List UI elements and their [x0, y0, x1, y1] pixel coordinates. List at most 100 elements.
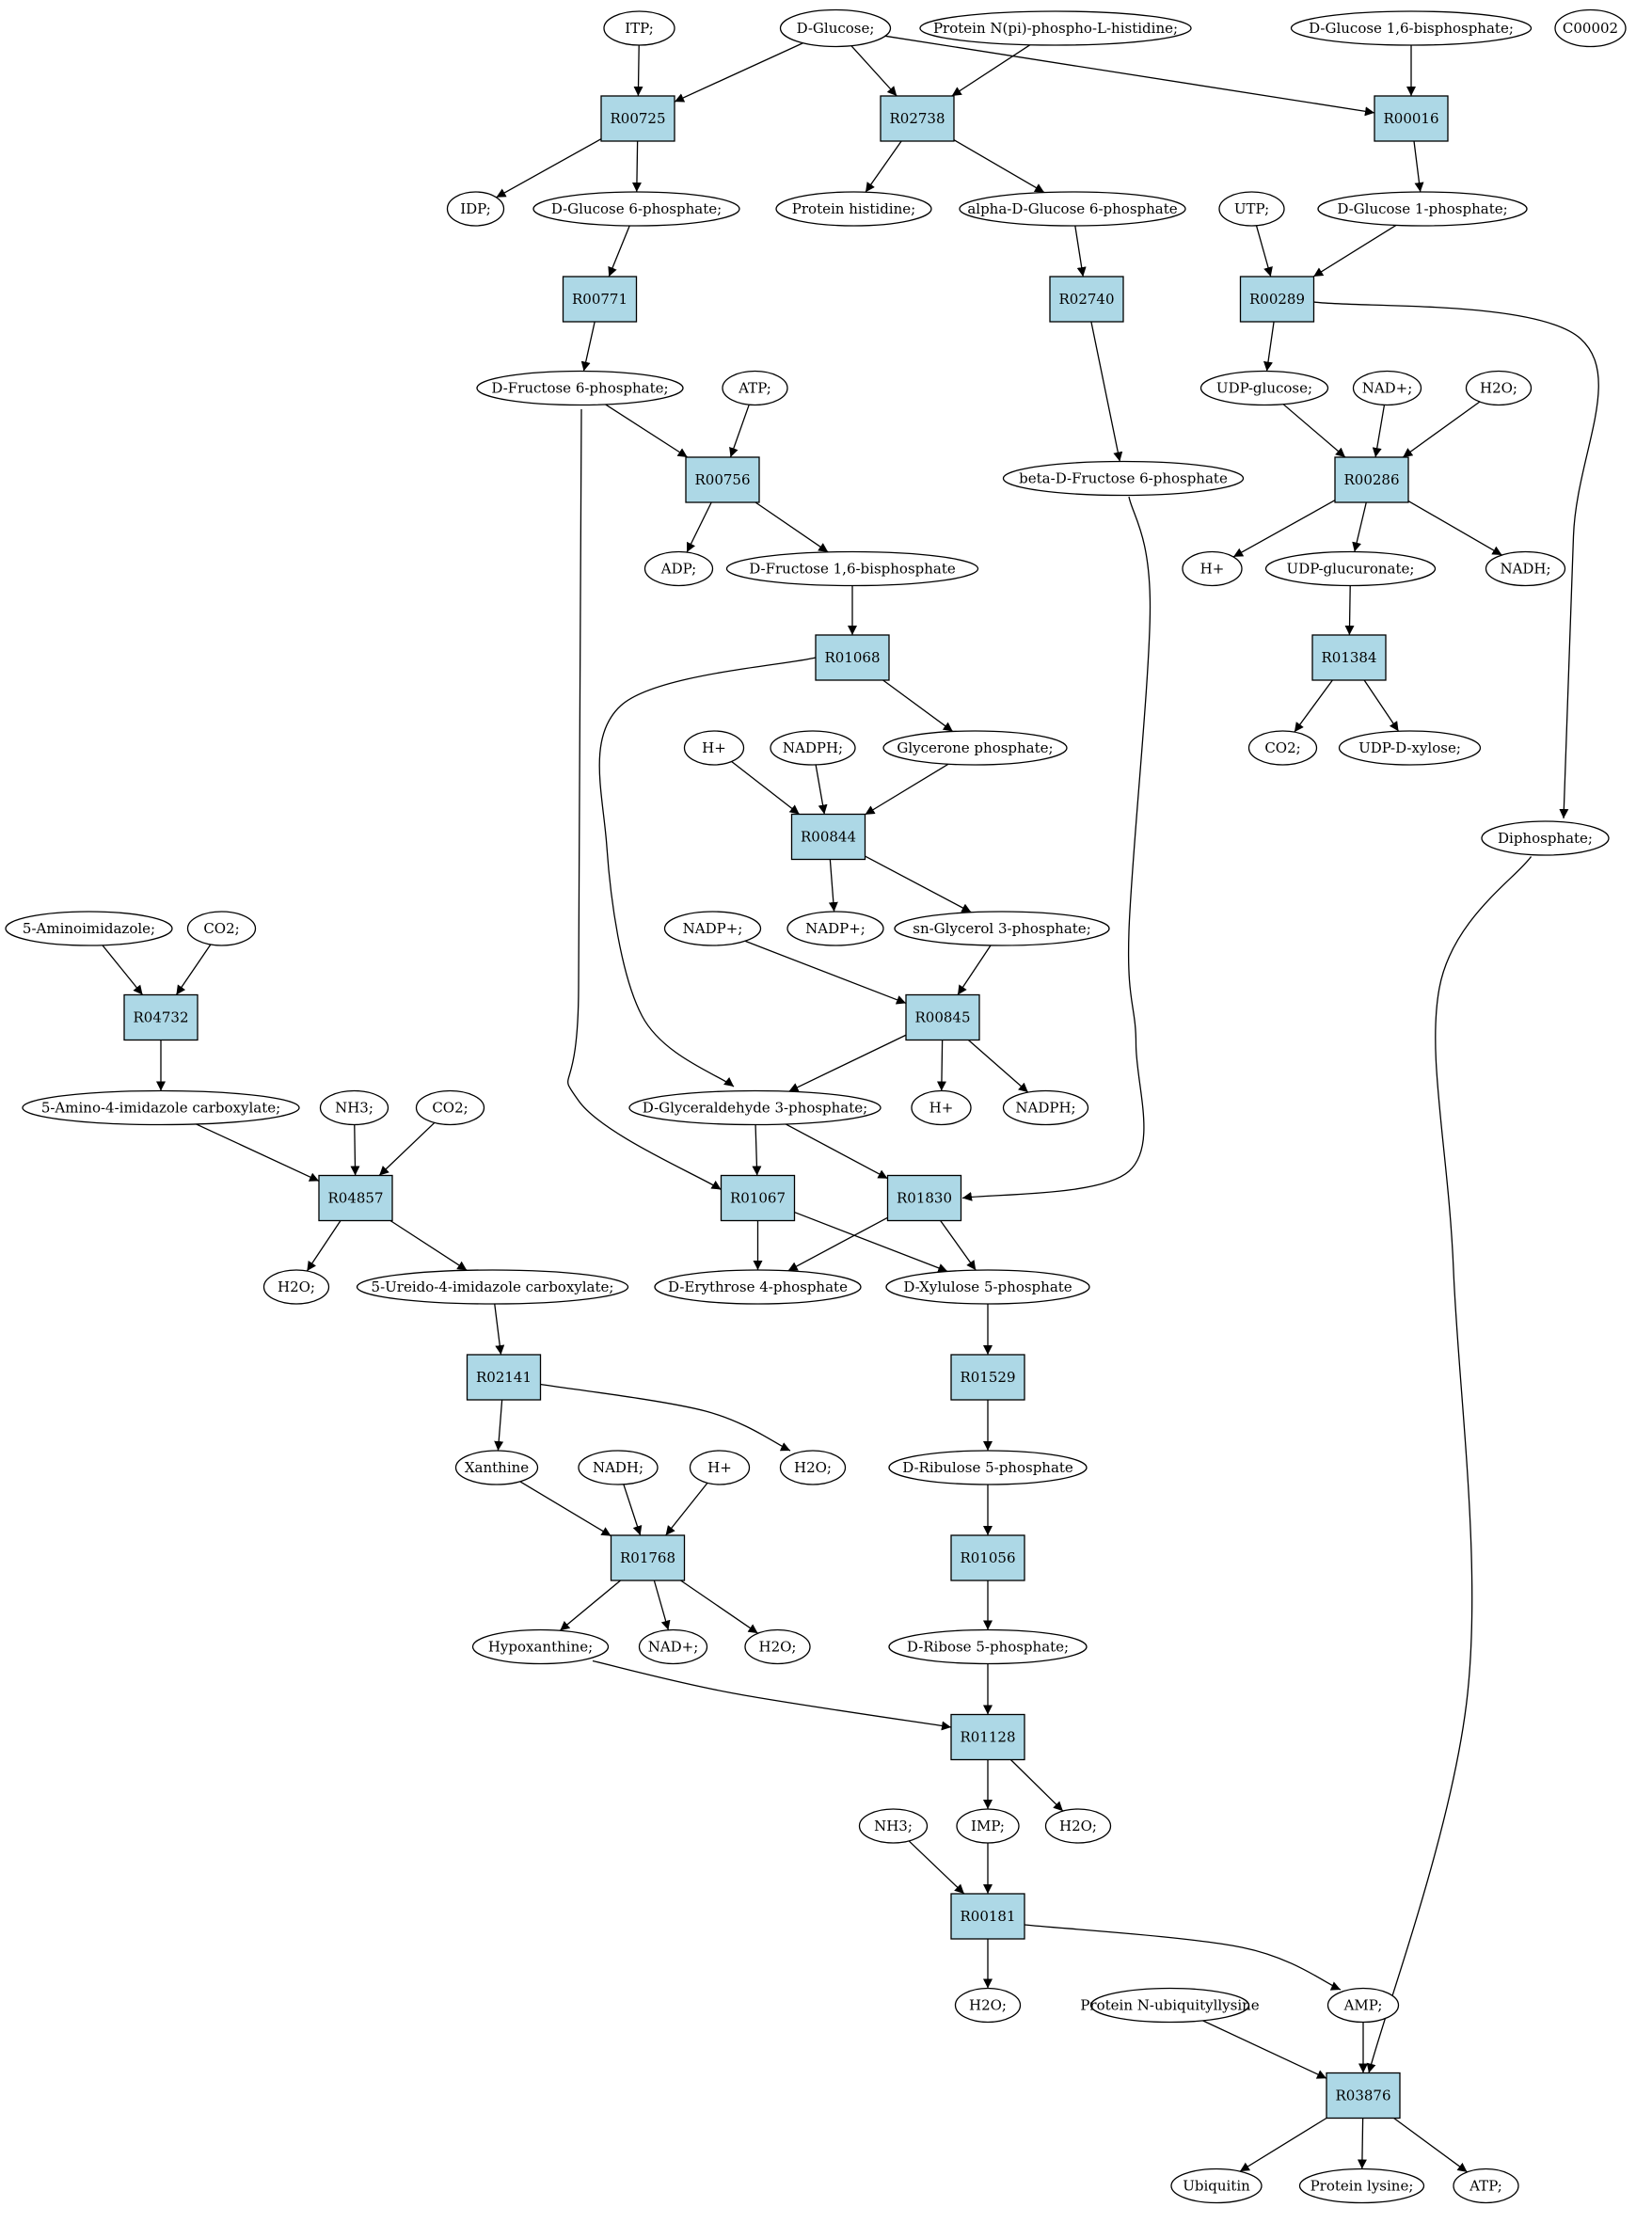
compound-ellipse — [1290, 10, 1533, 46]
reaction-node-r01830: R01830 — [886, 1174, 962, 1222]
compound-ellipse — [882, 730, 1068, 766]
compound-ellipse — [1481, 820, 1610, 856]
edge-nadph1-to-r00844 — [815, 764, 828, 815]
node-label: R01067 — [730, 1190, 786, 1207]
node-label: Diphosphate; — [1498, 830, 1593, 847]
edge-pnpi-to-r02738 — [951, 44, 1031, 97]
compound-node-udpg: UDP-glucose; — [1199, 370, 1329, 406]
node-label: NADP+; — [683, 920, 743, 937]
reaction-box — [950, 1354, 1025, 1401]
compound-ellipse — [888, 1450, 1088, 1485]
compound-node-nadp1: NAD+; — [1352, 370, 1422, 406]
compound-node-h2o2: H2O; — [262, 1269, 330, 1305]
reaction-box — [600, 95, 675, 142]
node-label: H+ — [929, 1100, 954, 1117]
compound-node-atp1: ATP; — [722, 370, 788, 406]
compound-node-co2c: CO2; — [415, 1089, 485, 1126]
edge-r01128-to-h2o5 — [1009, 1759, 1064, 1812]
compound-node-pnul: Protein N-ubiquityllysine — [1080, 1987, 1260, 2024]
edge-nadpp1-to-r00845 — [744, 940, 907, 1005]
compound-node-h2o6: H2O; — [954, 1987, 1022, 2024]
compound-ellipse — [1453, 2167, 1519, 2204]
reaction-box — [1334, 456, 1409, 503]
node-label: NH3; — [335, 1100, 373, 1117]
edge-r01068-to-dg3p — [598, 657, 817, 1088]
edge-r02738-to-phis — [865, 140, 902, 193]
node-label: R00286 — [1343, 471, 1399, 488]
edge-df6p-to-r01067 — [567, 408, 722, 1191]
edge-r04857-to-u4ic — [389, 1219, 468, 1271]
compound-node-hplus3: H+ — [911, 1089, 972, 1126]
reaction-node-r03876: R03876 — [1326, 2072, 1401, 2120]
reaction-box — [880, 95, 955, 142]
edge-r00844-to-sg3p — [865, 855, 972, 913]
node-label: UDP-glucose; — [1216, 380, 1312, 397]
node-label: NH3; — [874, 1818, 913, 1834]
edge-udpgcr-to-r01384 — [1344, 585, 1355, 636]
compound-ellipse — [1182, 550, 1243, 587]
compound-ellipse — [885, 1269, 1090, 1305]
compound-ellipse — [919, 10, 1192, 46]
reaction-node-r02141: R02141 — [466, 1354, 542, 1401]
reaction-node-r01529: R01529 — [950, 1354, 1025, 1401]
reaction-node-r01128: R01128 — [950, 1713, 1025, 1761]
compound-ellipse — [683, 730, 745, 766]
compound-ellipse — [415, 1089, 485, 1126]
compound-node-phis: Protein histidine; — [775, 191, 932, 227]
reaction-box — [123, 993, 199, 1041]
node-label: R01384 — [1321, 649, 1376, 666]
reaction-node-r02738: R02738 — [880, 95, 955, 142]
compound-ellipse — [1554, 8, 1627, 48]
compound-ellipse — [638, 1628, 708, 1665]
compound-ellipse — [1264, 550, 1437, 587]
node-label: R02740 — [1058, 291, 1114, 308]
compound-ellipse — [654, 1269, 862, 1305]
node-label: NAD+; — [648, 1639, 699, 1656]
compound-ellipse — [786, 911, 884, 946]
compound-node-adp: ADP; — [643, 550, 714, 587]
node-label: D-Fructose 6-phosphate; — [491, 380, 668, 397]
node-label: CO2; — [1264, 739, 1300, 756]
edge-dg3p-to-r01830 — [785, 1123, 888, 1180]
edge-a4ic-to-r04857 — [196, 1123, 320, 1182]
edge-r03876-to-atp2 — [1393, 2117, 1468, 2173]
compound-node-plys: Protein lysine; — [1298, 2167, 1425, 2204]
node-label: D-Erythrose 4-phosphate — [668, 1278, 848, 1295]
compound-ellipse — [471, 1628, 610, 1665]
node-label: R04732 — [133, 1009, 188, 1026]
compound-node-nadph2: NADPH; — [1002, 1089, 1089, 1126]
reaction-box — [562, 276, 638, 323]
node-label: H2O; — [794, 1459, 832, 1476]
compound-ellipse — [1002, 1089, 1089, 1126]
compound-ellipse — [959, 191, 1186, 227]
node-label: Hypoxanthine; — [488, 1639, 593, 1656]
reaction-box — [950, 1534, 1025, 1581]
node-label: Protein N-ubiquityllysine — [1080, 1997, 1259, 2014]
node-label: R01068 — [824, 649, 880, 666]
edge-r01768-to-hypox — [559, 1580, 621, 1631]
node-label: AMP; — [1343, 1997, 1383, 2014]
compound-ellipse — [779, 8, 892, 48]
edges-layer — [102, 35, 1599, 2173]
reaction-box — [1239, 276, 1315, 323]
edge-r04857-to-h2o2 — [306, 1220, 342, 1272]
edge-r00845-to-hplus3 — [936, 1040, 946, 1091]
compound-node-pnpi: Protein N(pi)-phospho-L-histidine; — [919, 10, 1192, 46]
reaction-box — [790, 813, 866, 861]
compound-ellipse — [22, 1089, 300, 1126]
edge-r02141-to-xan — [494, 1399, 504, 1452]
edge-r01830-to-de4p — [787, 1216, 888, 1272]
reaction-node-r01056: R01056 — [950, 1534, 1025, 1581]
reaction-node-r01067: R01067 — [720, 1174, 796, 1222]
compound-ellipse — [888, 1628, 1088, 1665]
edge-nadh2-to-r01768 — [623, 1484, 643, 1536]
reaction-box — [905, 993, 980, 1041]
edge-nh3b-to-r00181 — [908, 1840, 965, 1895]
compound-node-atp2: ATP; — [1453, 2167, 1519, 2204]
compound-node-h2o4: H2O; — [744, 1628, 811, 1665]
edge-aminoimid-to-r04732 — [102, 945, 144, 995]
node-label: Protein N(pi)-phospho-L-histidine; — [933, 20, 1178, 37]
compound-ellipse — [1465, 370, 1533, 406]
reaction-box — [610, 1534, 686, 1581]
edge-co2c-to-r04857 — [378, 1121, 436, 1176]
